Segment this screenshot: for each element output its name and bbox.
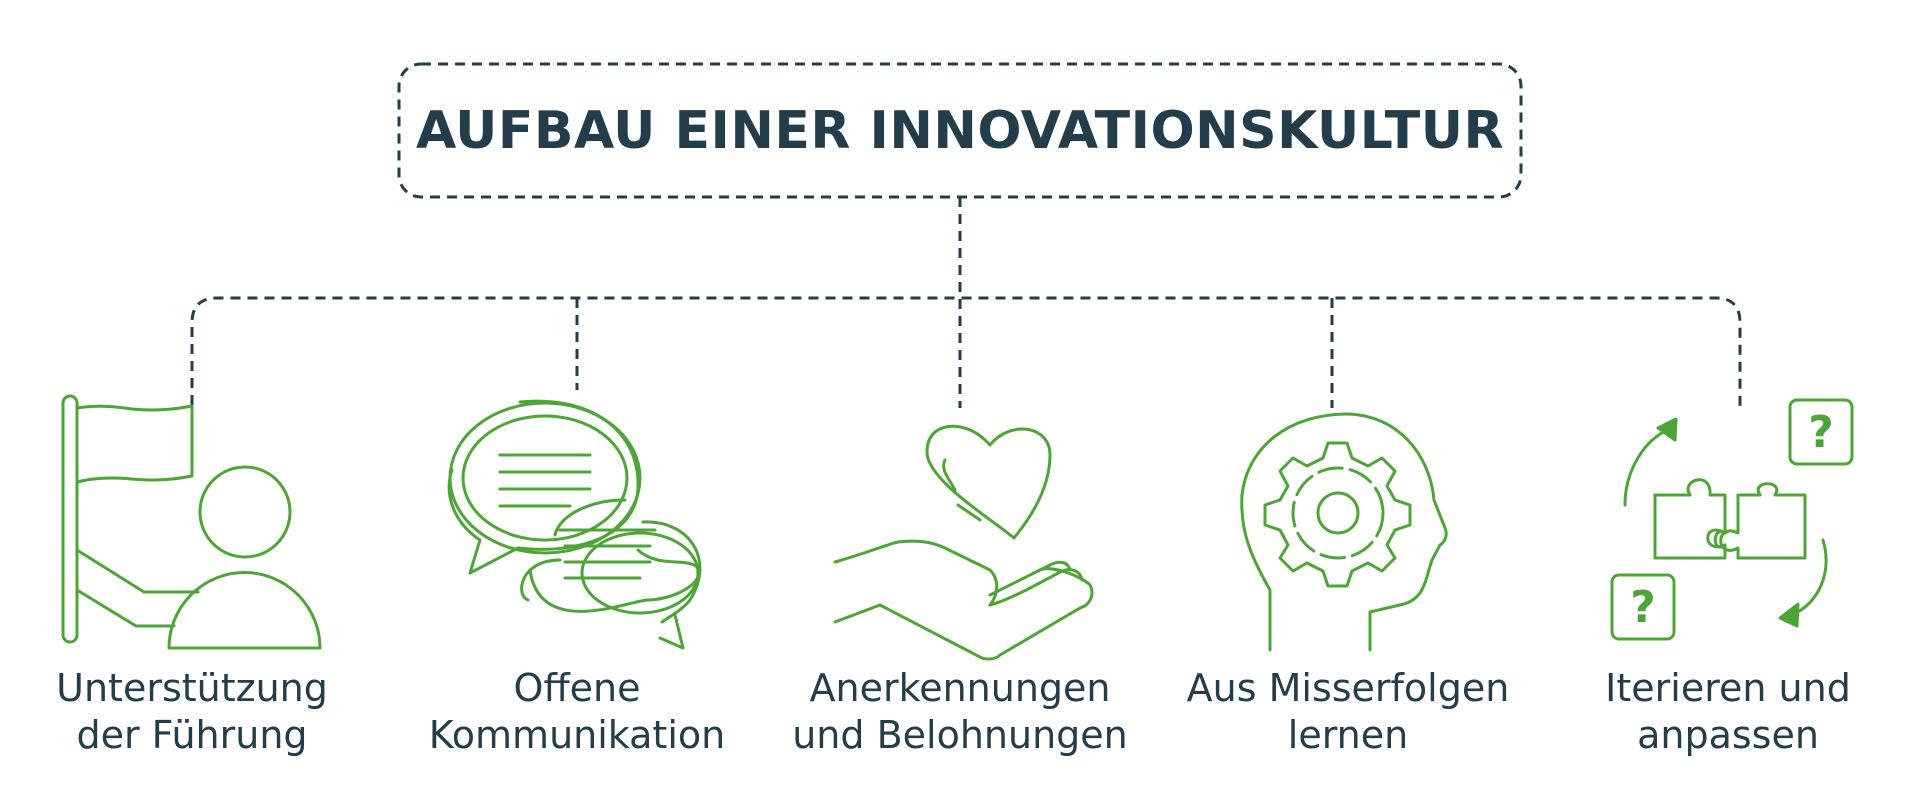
label-line-2: und Belohnungen <box>792 713 1128 757</box>
label-line-2: der Führung <box>76 713 308 757</box>
speech-bubbles-icon <box>447 399 702 650</box>
diagram-title: AUFBAU EINER INNOVATIONSKULTUR <box>415 100 1505 161</box>
question-mark-bottom: ? <box>1630 582 1656 633</box>
label-iterate-adapt: Iterieren und anpassen <box>1528 665 1920 759</box>
label-line-1: Iterieren und <box>1605 666 1851 710</box>
head-gear-icon <box>1240 412 1448 652</box>
connector-bus <box>190 296 1742 408</box>
heart-hand-icon <box>833 424 1094 661</box>
puzzle-cycle-icon <box>1610 398 1854 641</box>
label-leadership-support: Unterstützung der Führung <box>0 665 392 759</box>
label-line-2: lernen <box>1287 713 1409 757</box>
label-line-1: Aus Misserfolgen <box>1186 666 1510 710</box>
label-line-1: Unterstützung <box>56 666 328 710</box>
flag-person-icon <box>61 394 322 650</box>
connector-lines <box>190 197 1742 408</box>
label-line-2: Kommunikation <box>428 713 726 757</box>
label-learn-from-failure: Aus Misserfolgen lernen <box>1148 665 1548 759</box>
label-line-1: Anerkennungen <box>809 666 1111 710</box>
label-line-2: anpassen <box>1637 713 1819 757</box>
question-mark-top: ? <box>1808 407 1834 458</box>
label-recognition-rewards: Anerkennungen und Belohnungen <box>760 665 1160 759</box>
label-line-1: Offene <box>513 666 641 710</box>
label-open-communication: Offene Kommunikation <box>377 665 777 759</box>
